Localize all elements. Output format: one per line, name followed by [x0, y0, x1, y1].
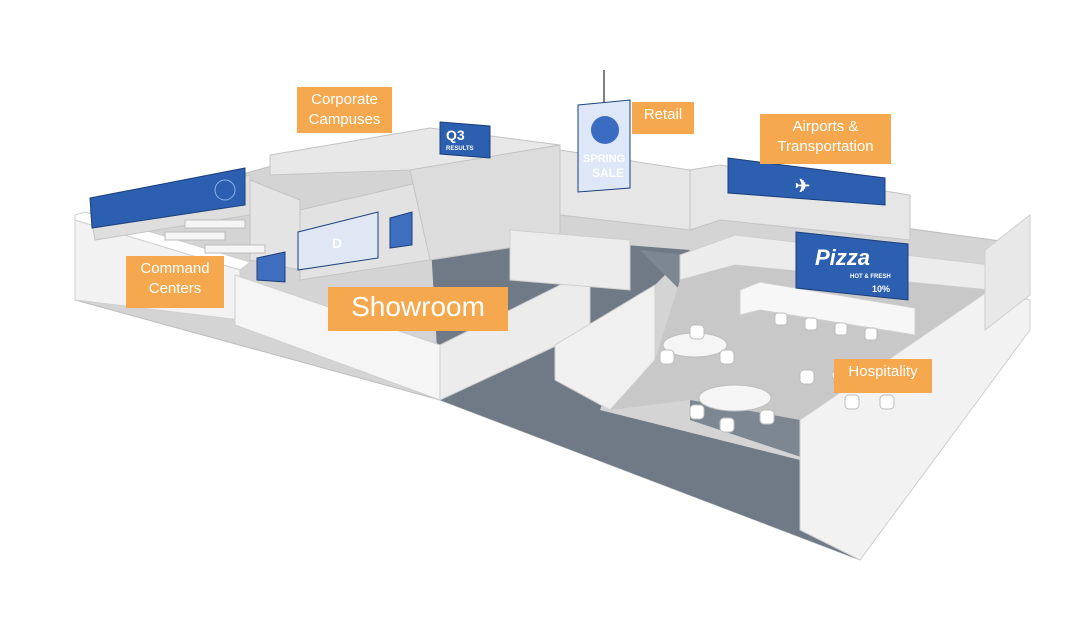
pizza-screen-title: Pizza	[815, 245, 870, 270]
stool	[844, 394, 860, 410]
screen-panel	[389, 211, 413, 249]
table	[698, 384, 772, 412]
zone-label-command-centers[interactable]: Command Centers	[126, 256, 224, 308]
stool	[774, 312, 788, 326]
command-center-screen	[89, 167, 246, 229]
spring-screen-text: SPRING	[583, 153, 625, 165]
stool	[659, 349, 675, 365]
zone-label-airports-transportation[interactable]: Airports & Transportation	[760, 114, 891, 164]
airport-screen: ✈	[727, 157, 886, 206]
stool	[864, 327, 878, 341]
screen-panel	[727, 157, 886, 206]
stool	[799, 369, 815, 385]
pizza-screen-subtitle: HOT & FRESH	[850, 274, 891, 280]
stool	[719, 349, 735, 365]
plane-icon: ✈	[795, 176, 810, 196]
seat	[184, 219, 246, 229]
screen-graphic	[214, 179, 236, 201]
seat	[204, 244, 266, 254]
corporate-screen: Q3 RESULTS	[439, 121, 491, 159]
seat	[164, 231, 226, 241]
hospitality-screen: Pizza HOT & FRESH 10%	[795, 231, 909, 301]
stool	[759, 409, 775, 425]
zone-label-corporate-campuses[interactable]: Corporate Campuses	[297, 87, 392, 133]
q3-screen-title: Q3	[446, 127, 465, 143]
screen-panel	[89, 167, 246, 229]
showroom-screen-small	[256, 211, 413, 283]
command-seats	[164, 219, 266, 254]
stool	[804, 317, 818, 331]
zone-label-hospitality[interactable]: Hospitality	[834, 359, 932, 393]
screen-graphic	[591, 116, 619, 144]
stool	[689, 404, 705, 420]
screen-panel	[439, 121, 491, 159]
stool	[879, 394, 895, 410]
screen-logo: D	[332, 235, 342, 251]
bar-counter	[739, 281, 916, 336]
retail-screen: SPRING SALE	[577, 70, 631, 193]
screen-panel	[256, 251, 286, 283]
stool	[834, 322, 848, 336]
screen-panel	[297, 211, 379, 271]
zone-label-retail[interactable]: Retail	[632, 102, 694, 134]
stool	[719, 417, 735, 433]
q3-screen-subtitle: RESULTS	[446, 146, 474, 152]
pizza-discount-badge: 10%	[872, 284, 890, 294]
wall-hospitality-tall	[984, 213, 1031, 332]
zone-label-showroom[interactable]: Showroom	[328, 287, 508, 331]
wall-retail	[509, 229, 631, 291]
stool	[689, 324, 705, 340]
screen-panel	[795, 231, 909, 301]
sale-screen-text: SALE	[592, 166, 624, 180]
showroom-screen: D	[297, 211, 379, 271]
